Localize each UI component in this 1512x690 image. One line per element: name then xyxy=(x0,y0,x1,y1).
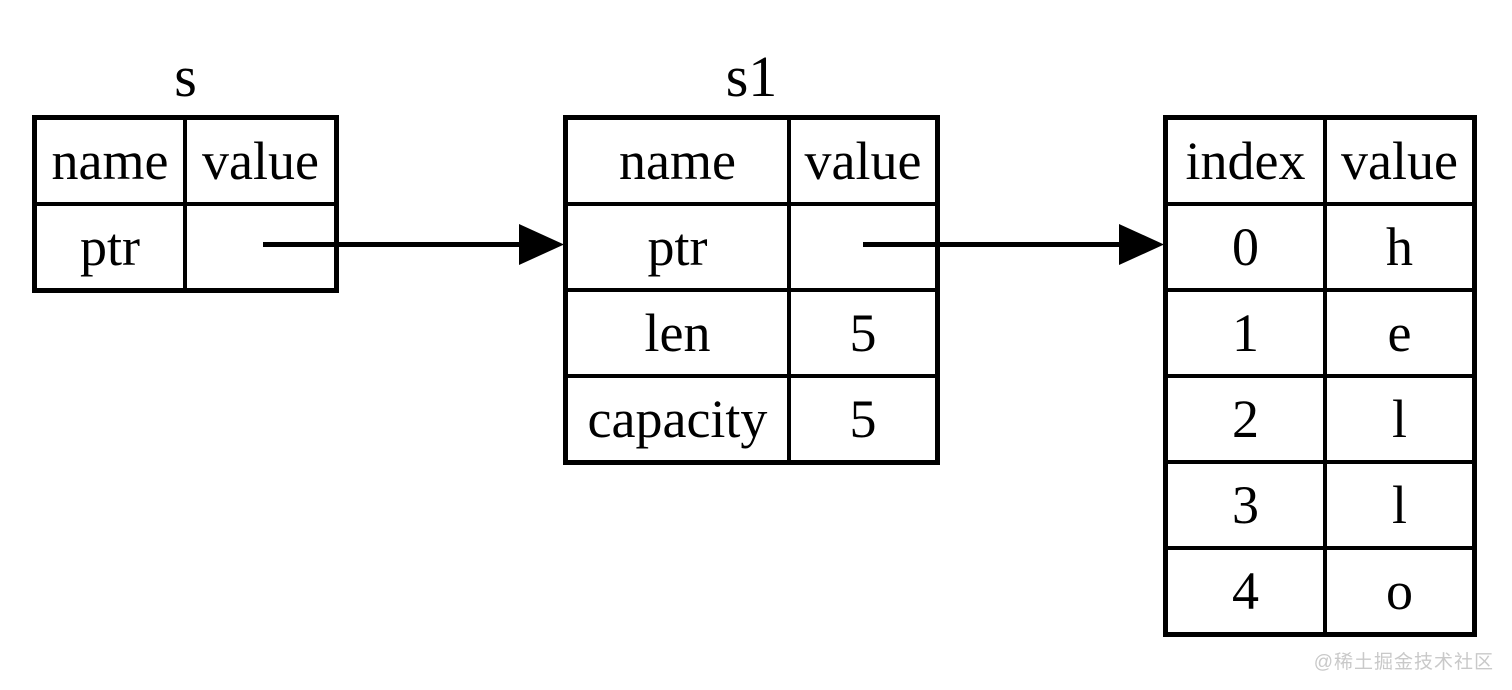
table-heap-header-index: index xyxy=(1168,120,1327,202)
table-s-title: s xyxy=(174,43,197,109)
watermark: @稀土掘金技术社区 xyxy=(1313,652,1494,673)
table-heap-index-1: 1 xyxy=(1168,292,1327,374)
arrowhead-icon xyxy=(519,224,564,265)
table-heap-row-2: 2 l xyxy=(1168,374,1472,460)
table-s1-header-row: name value xyxy=(568,120,935,202)
table-s-header-value: value xyxy=(202,131,319,191)
table-s-ptr-label: ptr xyxy=(37,206,187,288)
table-heap-index-3: 3 xyxy=(1168,464,1327,546)
table-s: name value ptr xyxy=(32,115,339,293)
table-s1-title: s1 xyxy=(725,43,778,109)
table-heap-index-2: 2 xyxy=(1168,378,1327,460)
table-s1-len-label: len xyxy=(568,292,791,374)
table-s1-row-capacity: capacity 5 xyxy=(568,374,935,460)
table-heap-value-1: e xyxy=(1387,303,1412,363)
table-heap-index-0: 0 xyxy=(1168,206,1327,288)
table-heap-value-0: h xyxy=(1386,217,1413,277)
table-heap-row-4: 4 o xyxy=(1168,546,1472,632)
table-heap-row-0: 0 h xyxy=(1168,202,1472,288)
table-s-header-row: name value xyxy=(37,120,334,202)
table-s1-capacity-label: capacity xyxy=(568,378,791,460)
table-s1-capacity-value: 5 xyxy=(849,389,877,449)
table-s1-row-len: len 5 xyxy=(568,288,935,374)
table-s1-header-value: value xyxy=(804,131,922,191)
table-s-ptr-value xyxy=(187,206,334,288)
table-heap-header-value: value xyxy=(1341,131,1458,191)
table-s1-ptr-label: ptr xyxy=(568,206,791,288)
variable-s1-group: s1 name value ptr len 5 capacity 5 xyxy=(563,38,940,465)
table-s1: name value ptr len 5 capacity 5 xyxy=(563,115,940,465)
table-heap-value-4: o xyxy=(1386,561,1413,621)
variable-s-group: s name value ptr xyxy=(32,38,339,293)
table-heap-row-1: 1 e xyxy=(1168,288,1472,374)
table-s1-header-name: name xyxy=(568,120,791,202)
arrowhead-icon xyxy=(1119,224,1164,265)
table-s1-ptr-value xyxy=(791,206,935,288)
table-heap-index-4: 4 xyxy=(1168,550,1327,632)
table-heap-value-3: l xyxy=(1391,475,1407,535)
table-heap-value-2: l xyxy=(1391,389,1407,449)
table-s-header-name: name xyxy=(37,120,187,202)
table-s1-len-value: 5 xyxy=(849,303,877,363)
table-s1-row-ptr: ptr xyxy=(568,202,935,288)
table-heap: index value 0 h 1 e 2 l 3 l 4 o xyxy=(1163,115,1477,637)
table-heap-header-row: index value xyxy=(1168,120,1472,202)
heap-buffer-group: index value 0 h 1 e 2 l 3 l 4 o xyxy=(1163,115,1477,637)
table-s-row-ptr: ptr xyxy=(37,202,334,288)
table-heap-row-3: 3 l xyxy=(1168,460,1472,546)
